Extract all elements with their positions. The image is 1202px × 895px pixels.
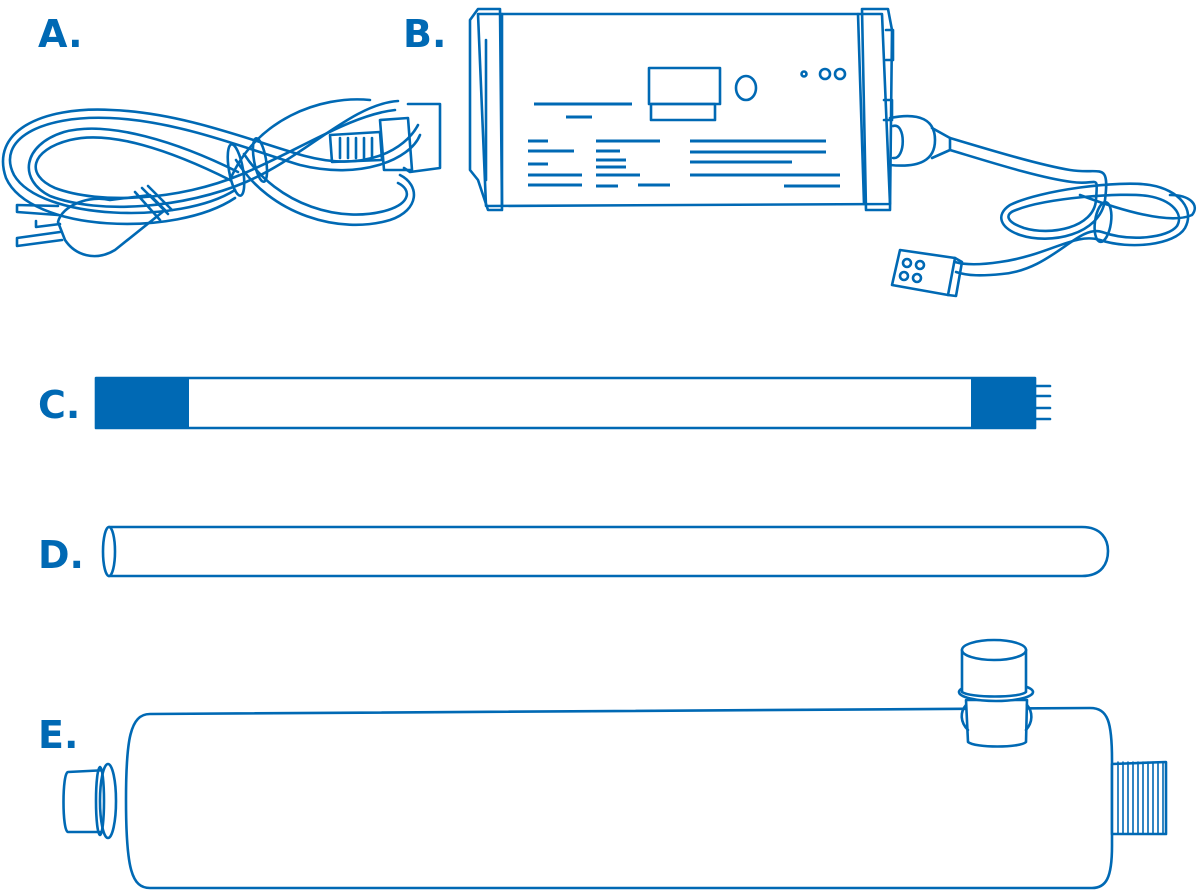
power-cord-icon xyxy=(1,98,442,258)
label-b: B. xyxy=(403,12,446,56)
ballast-icon xyxy=(468,7,1197,298)
reactor-chamber-icon xyxy=(62,638,1168,890)
quartz-sleeve-icon xyxy=(101,525,1110,578)
label-a: A. xyxy=(38,12,83,56)
uv-lamp-icon xyxy=(94,376,1052,430)
label-d: D. xyxy=(38,533,84,577)
label-c: C. xyxy=(38,383,80,427)
label-e: E. xyxy=(38,713,78,757)
